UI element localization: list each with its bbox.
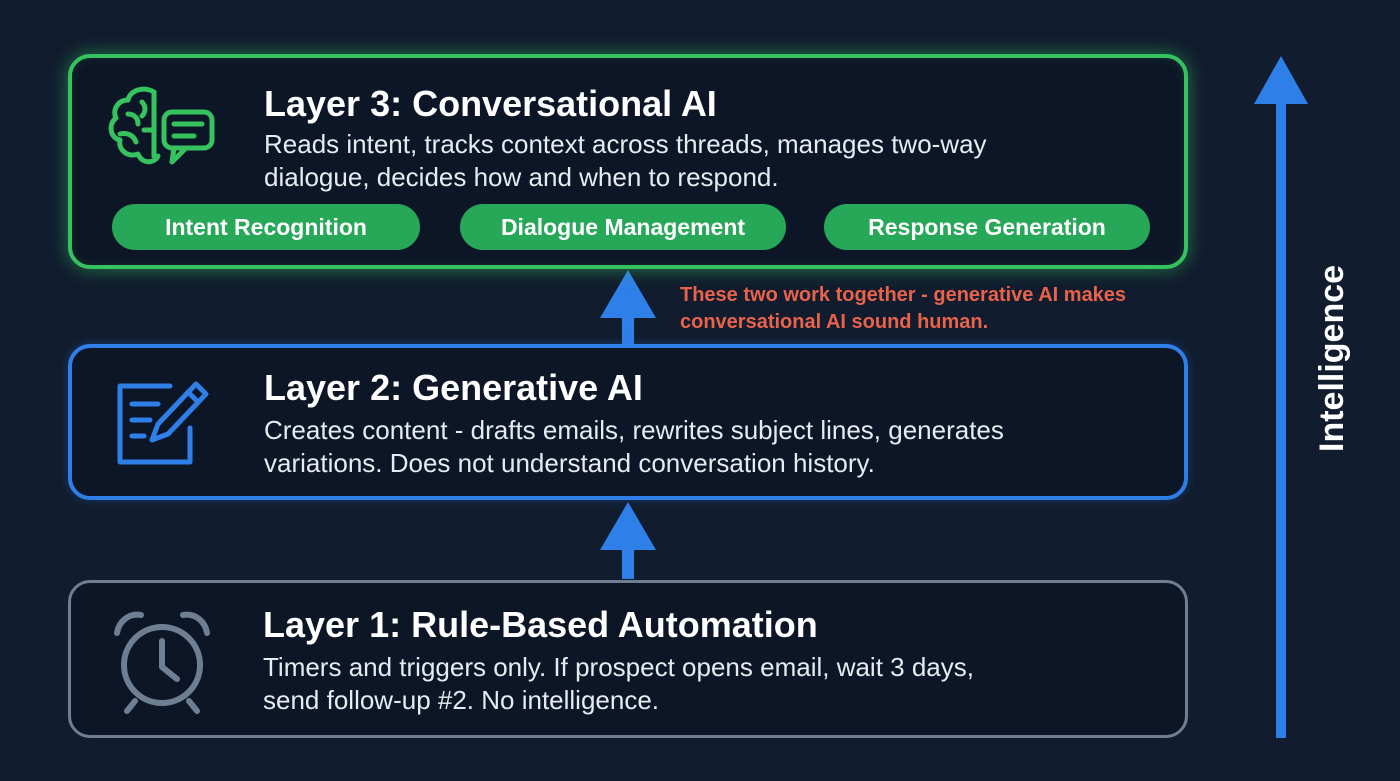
layer-1-description-line: send follow-up #2. No intelligence. (263, 685, 660, 715)
layer-3-title: Layer 3: Conversational AI (264, 83, 717, 124)
layer-2-description: Creates content - drafts emails, rewrite… (264, 414, 1164, 480)
layer-1-description-line: Timers and triggers only. If prospect op… (263, 652, 974, 682)
brain-chat-icon (108, 86, 215, 165)
intelligence-axis-arrow (1254, 56, 1308, 738)
layer-3-description-line: dialogue, decides how and when to respon… (264, 162, 779, 192)
layer-2-box: Layer 2: Generative AI Creates content -… (68, 344, 1188, 500)
alarm-clock-icon (114, 611, 210, 714)
tag-dialogue-management: Dialogue Management (460, 204, 786, 250)
layer-3-box: Layer 3: Conversational AI Reads intent,… (68, 54, 1188, 269)
tag-intent-recognition: Intent Recognition (112, 204, 420, 250)
layer-2-description-line: variations. Does not understand conversa… (264, 448, 875, 478)
document-pencil-icon (117, 381, 209, 465)
collaboration-note: These two work together - generative AI … (680, 282, 1200, 336)
intelligence-axis-label: Intelligence (1313, 264, 1351, 452)
collaboration-note-line: These two work together - generative AI … (680, 284, 1127, 306)
layer-3-description-line: Reads intent, tracks context across thre… (264, 129, 987, 159)
layer-1-description: Timers and triggers only. If prospect op… (263, 651, 1163, 717)
arrow-layer2-to-layer3 (600, 270, 656, 344)
layer-1-box: Layer 1: Rule-Based Automation Timers an… (68, 580, 1188, 738)
arrow-layer1-to-layer2 (600, 502, 656, 579)
layer-1-title: Layer 1: Rule-Based Automation (263, 604, 818, 645)
layer-2-description-line: Creates content - drafts emails, rewrite… (264, 415, 1004, 445)
layer-3-description: Reads intent, tracks context across thre… (264, 128, 1164, 194)
tag-response-generation: Response Generation (824, 204, 1150, 250)
collaboration-note-line: conversational AI sound human. (680, 311, 989, 333)
layer-2-title: Layer 2: Generative AI (264, 367, 643, 408)
